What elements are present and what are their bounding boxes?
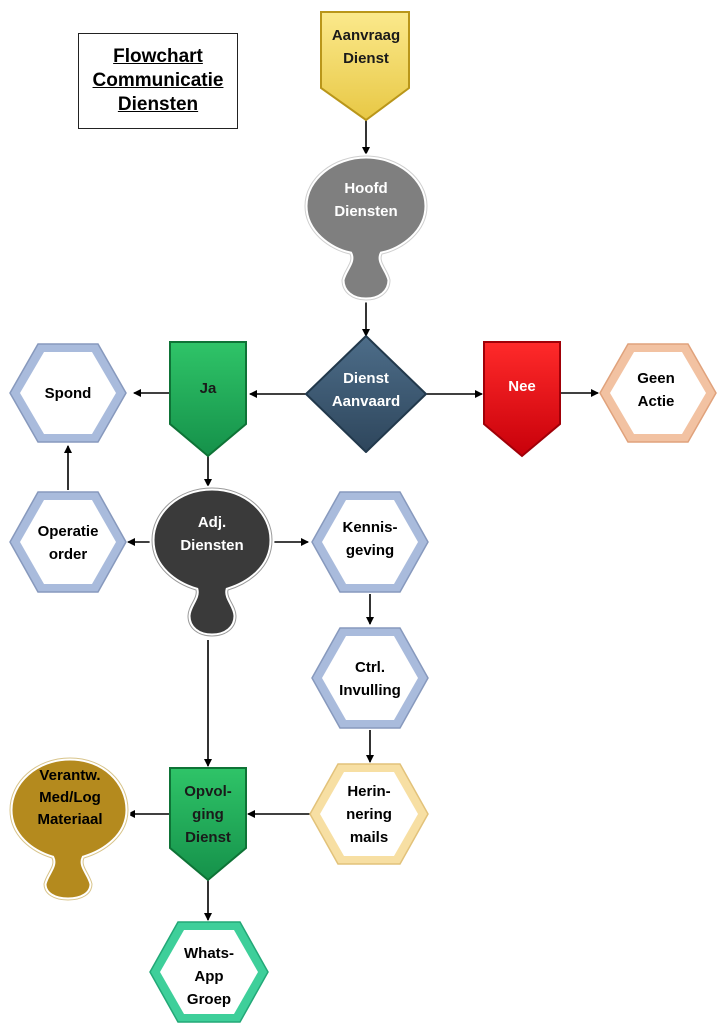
- verantw-label-2: Med/Log: [39, 789, 101, 806]
- opvolging-label-1: Opvol-: [184, 783, 232, 800]
- hoofd-label-1: Hoofd: [344, 180, 387, 197]
- whatsapp-label-3: Groep: [187, 991, 231, 1008]
- adj-label-2: Diensten: [180, 537, 243, 554]
- operatie-label-1: Operatie: [38, 523, 99, 540]
- node-ctrl-invulling: Ctrl. Invulling: [311, 627, 429, 729]
- whatsapp-label-2: App: [194, 968, 223, 985]
- node-geen-actie: Geen Actie: [599, 343, 717, 443]
- verantw-label-1: Verantw.: [39, 767, 100, 784]
- node-spond: Spond: [9, 343, 127, 443]
- kennis-label-2: geving: [346, 542, 394, 559]
- aanvaard-label-1: Dienst: [343, 370, 389, 387]
- node-whatsapp-groep: Whats- App Groep: [149, 921, 269, 1023]
- herinnering-label-3: mails: [350, 829, 388, 846]
- spond-label: Spond: [45, 385, 92, 402]
- node-adj-diensten: Adj. Diensten: [149, 485, 275, 639]
- node-operatie-order: Operatie order: [9, 491, 127, 593]
- geen-actie-label-1: Geen: [637, 370, 675, 387]
- adj-label-1: Adj.: [198, 514, 226, 531]
- aanvaard-label-2: Aanvaard: [332, 393, 400, 410]
- ctrl-label-1: Ctrl.: [355, 659, 385, 676]
- herinnering-label-1: Herin-: [347, 783, 390, 800]
- node-verantw-materiaal: Verantw. Med/Log Materiaal: [7, 755, 131, 903]
- ja-label: Ja: [200, 380, 217, 397]
- node-herinnering-mails: Herin- nering mails: [309, 763, 429, 865]
- aanvraag-label-2: Dienst: [343, 50, 389, 67]
- title-line-1: Flowchart: [113, 46, 203, 67]
- herinnering-label-2: nering: [346, 806, 392, 823]
- node-hoofd-diensten: Hoofd Diensten: [302, 153, 430, 303]
- verantw-label-3: Materiaal: [37, 811, 102, 828]
- node-dienst-aanvaard: Dienst Aanvaard: [305, 335, 427, 453]
- node-ja: Ja: [169, 341, 247, 458]
- title-box: Flowchart Communicatie Diensten: [78, 33, 238, 129]
- title-line-2: Communicatie: [92, 70, 224, 91]
- connectors: [64, 120, 599, 921]
- operatie-label-2: order: [49, 546, 88, 563]
- aanvraag-label-1: Aanvraag: [332, 27, 400, 44]
- hoofd-label-2: Diensten: [334, 203, 397, 220]
- node-aanvraag-dienst: Aanvraag Dienst: [320, 11, 410, 122]
- whatsapp-label-1: Whats-: [184, 945, 234, 962]
- opvolging-label-3: Dienst: [185, 829, 231, 846]
- nee-label: Nee: [508, 378, 536, 395]
- opvolging-label-2: ging: [192, 806, 224, 823]
- ctrl-label-2: Invulling: [339, 682, 401, 699]
- node-kennisgeving: Kennis- geving: [311, 491, 429, 593]
- node-nee: Nee: [483, 341, 561, 458]
- geen-actie-label-2: Actie: [638, 393, 675, 410]
- title-line-3: Diensten: [117, 94, 199, 115]
- kennis-label-1: Kennis-: [342, 519, 397, 536]
- node-opvolging-dienst: Opvol- ging Dienst: [169, 767, 247, 882]
